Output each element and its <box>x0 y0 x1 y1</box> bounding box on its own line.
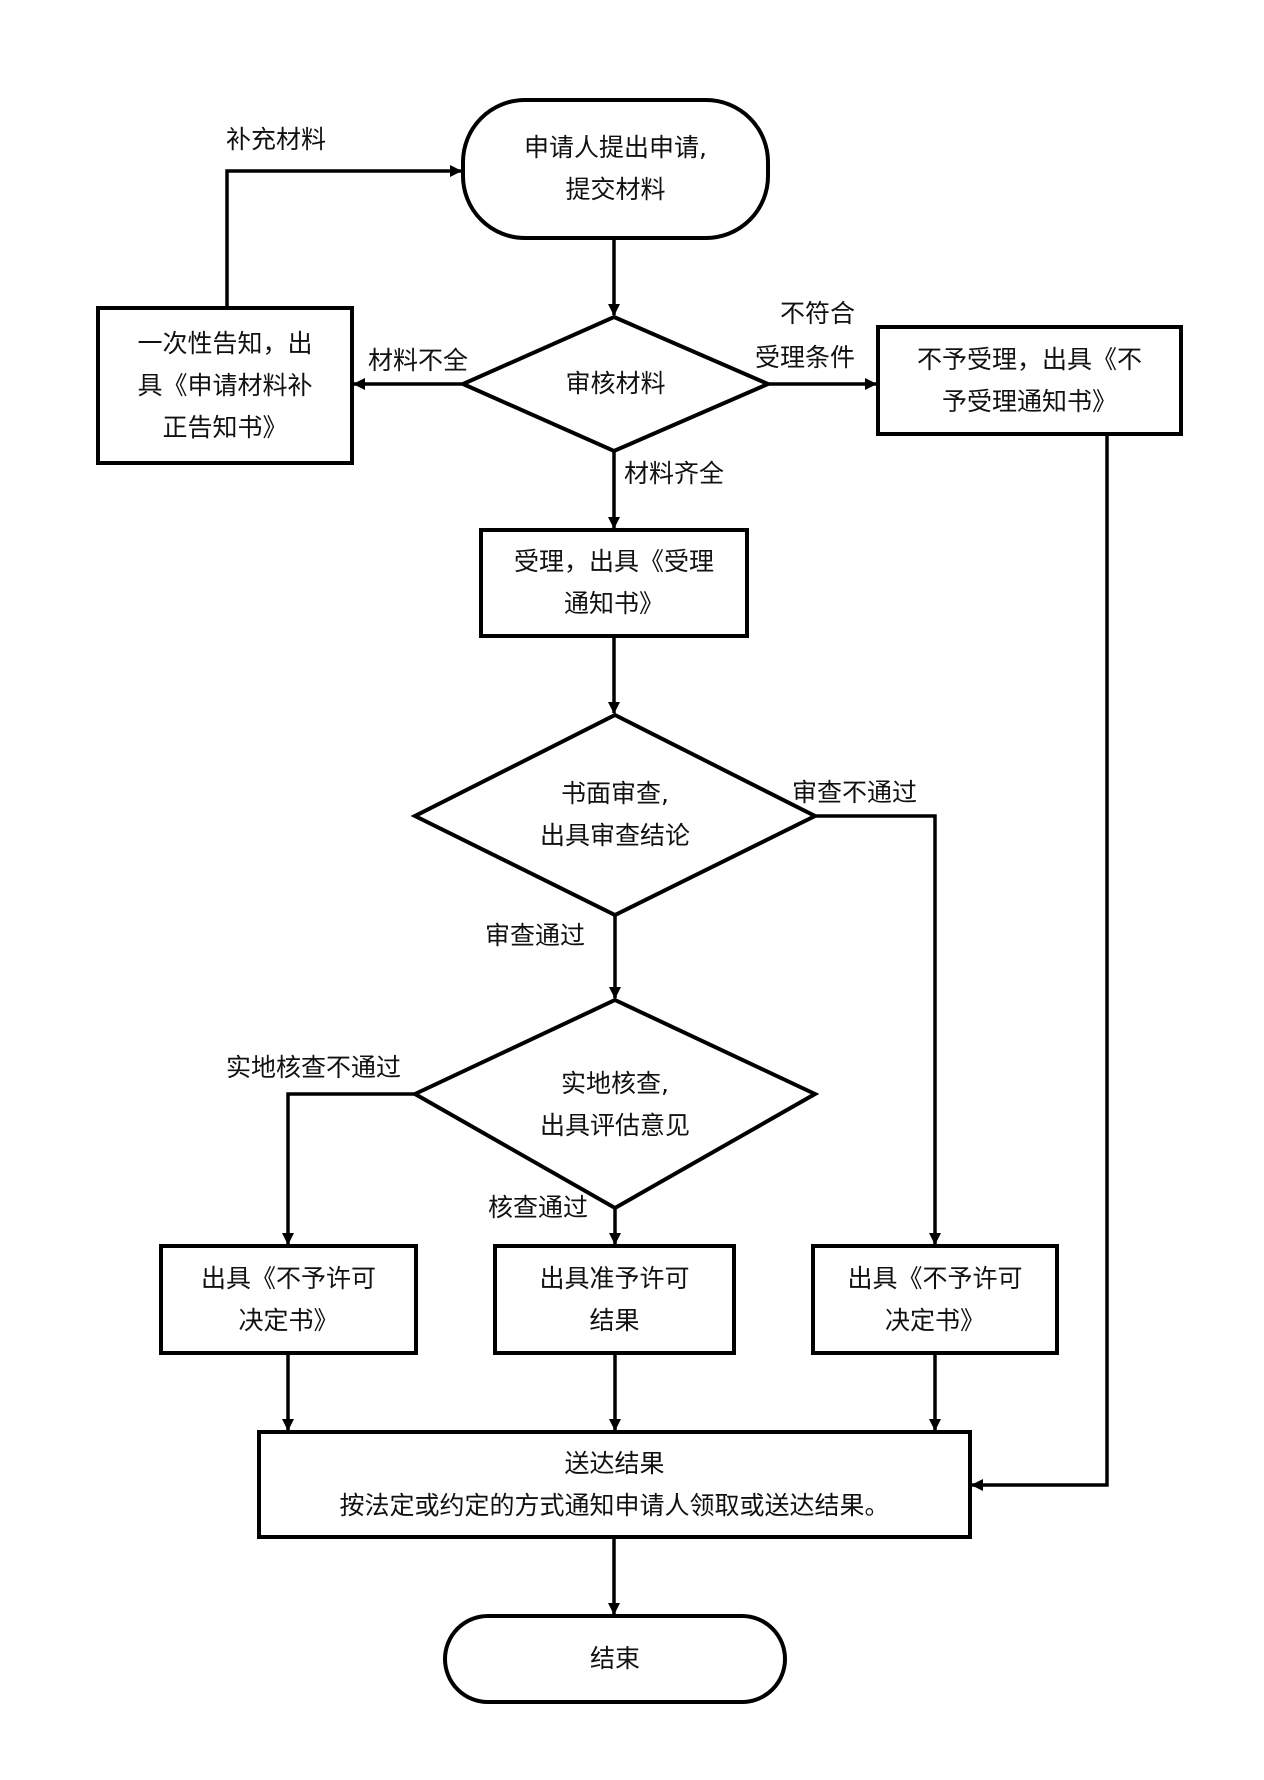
end-terminal <box>443 1614 787 1704</box>
reject-acceptance-box <box>876 325 1183 436</box>
written-review-line-2: 出具审查结论 <box>539 821 690 850</box>
site-inspection-line-1: 实地核查, <box>561 1069 669 1098</box>
deny-left-line-2: 决定书》 <box>238 1305 339 1335</box>
review-materials-text: 审核材料 <box>463 317 768 451</box>
label-review-pass: 审查通过 <box>485 921 586 950</box>
reject-acceptance-line-2: 予受理通知书》 <box>941 386 1117 416</box>
notify-correction-line-1: 一次性告知，出 <box>137 328 313 358</box>
reject-acceptance-text: 不予受理，出具《不 予受理通知书》 <box>878 327 1181 434</box>
site-inspection-line-2: 出具评估意见 <box>539 1111 690 1140</box>
end-line-1: 结束 <box>589 1644 640 1673</box>
deny-left-line-1: 出具《不予许可 <box>200 1263 376 1293</box>
end-text: 结束 <box>445 1616 785 1702</box>
notify-correction-box <box>96 306 354 465</box>
deliver-text: 送达结果 按法定或约定的方式通知申请人领取或送达结果。 <box>259 1432 970 1537</box>
deny-right-line-2: 决定书》 <box>884 1305 985 1335</box>
edge-supplement-loop <box>225 165 462 308</box>
label-supplement: 补充材料 <box>226 125 327 154</box>
review-materials-line-1: 审核材料 <box>565 369 666 398</box>
notify-correction-line-2: 具《申请材料补 <box>137 370 313 400</box>
notify-correction-line-3: 正告知书》 <box>162 412 288 442</box>
written-review-line-1: 书面审查, <box>561 779 669 808</box>
approve-line-1: 出具准予许可 <box>539 1263 690 1293</box>
accept-line-2: 通知书》 <box>563 589 664 618</box>
deny-right-line-1: 出具《不予许可 <box>847 1263 1023 1293</box>
notify-correction-text: 一次性告知，出 具《申请材料补 正告知书》 <box>98 308 352 463</box>
site-inspection-text: 实地核查, 出具评估意见 <box>415 1010 815 1200</box>
reject-acceptance-line-1: 不予受理，出具《不 <box>916 344 1142 374</box>
label-incomplete: 材料不全 <box>368 346 469 375</box>
start-line-1: 申请人提出申请, <box>524 133 707 162</box>
label-not-qualified-1: 不符合 <box>780 299 856 328</box>
label-inspection-pass: 核查通过 <box>488 1193 589 1222</box>
label-not-qualified-2: 受理条件 <box>755 343 856 372</box>
written-review-text: 书面审查, 出具审查结论 <box>415 715 815 915</box>
accept-line-1: 受理，出具《受理 <box>513 547 714 576</box>
label-review-fail: 审查不通过 <box>792 778 918 807</box>
label-complete: 材料齐全 <box>624 459 725 488</box>
label-inspection-fail: 实地核查不通过 <box>226 1053 402 1082</box>
approve-line-2: 结果 <box>589 1305 640 1335</box>
edge-reject-to-deliver <box>971 434 1109 1491</box>
edge-inspection-fail <box>282 1092 415 1245</box>
deny-right-text: 出具《不予许可 决定书》 <box>813 1246 1057 1353</box>
start-text: 申请人提出申请, 提交材料 <box>463 100 768 238</box>
approve-text: 出具准予许可 结果 <box>495 1246 734 1353</box>
edge-review-fail <box>815 814 941 1245</box>
deliver-line-1: 送达结果 <box>564 1448 665 1478</box>
deny-left-text: 出具《不予许可 决定书》 <box>161 1246 416 1353</box>
deliver-line-2: 按法定或约定的方式通知申请人领取或送达结果。 <box>339 1490 890 1520</box>
accept-text: 受理，出具《受理 通知书》 <box>481 530 747 636</box>
start-line-2: 提交材料 <box>565 175 666 204</box>
